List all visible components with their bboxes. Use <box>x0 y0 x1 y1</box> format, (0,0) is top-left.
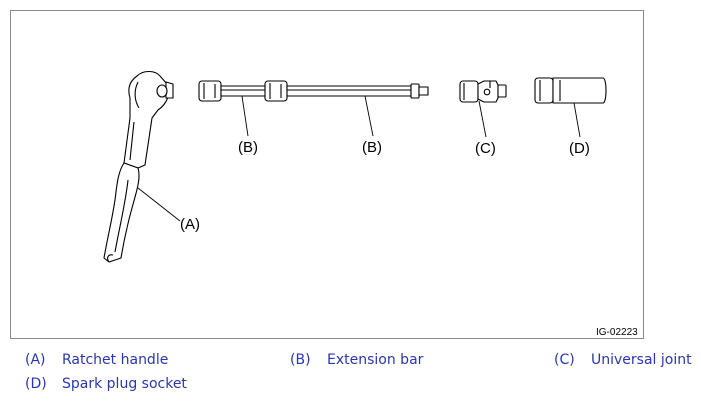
legend-label: Extension bar <box>327 352 424 368</box>
legend-code: (A) <box>25 352 46 368</box>
callout-b-long: (B) <box>362 139 382 156</box>
figure-frame <box>10 10 644 339</box>
legend-item-b: (B) Extension bar <box>290 352 423 368</box>
legend-item-c: (C) Universal joint <box>554 352 692 368</box>
spark-plug-socket-illustration <box>534 77 607 104</box>
legend-code: (C) <box>554 352 575 368</box>
extension-bar-long-illustration <box>264 80 429 102</box>
legend-label: Ratchet handle <box>62 352 169 368</box>
legend-label: Universal joint <box>591 352 692 368</box>
ratchet-handle-illustration <box>103 70 174 263</box>
legend-label: Spark plug socket <box>62 376 187 392</box>
legend-item-d: (D) Spark plug socket <box>25 376 187 392</box>
callout-a: (A) <box>180 216 200 233</box>
callout-c: (C) <box>475 140 496 157</box>
legend-code: (B) <box>290 352 311 368</box>
figure-id: IG-02223 <box>596 327 638 338</box>
extension-bar-short-illustration <box>198 80 269 102</box>
callout-d: (D) <box>569 140 590 157</box>
universal-joint-illustration <box>459 80 507 103</box>
callout-leaders <box>137 95 581 222</box>
legend-code: (D) <box>25 376 47 392</box>
callout-b-short: (B) <box>238 139 258 156</box>
legend-item-a: (A) Ratchet handle <box>25 352 168 368</box>
